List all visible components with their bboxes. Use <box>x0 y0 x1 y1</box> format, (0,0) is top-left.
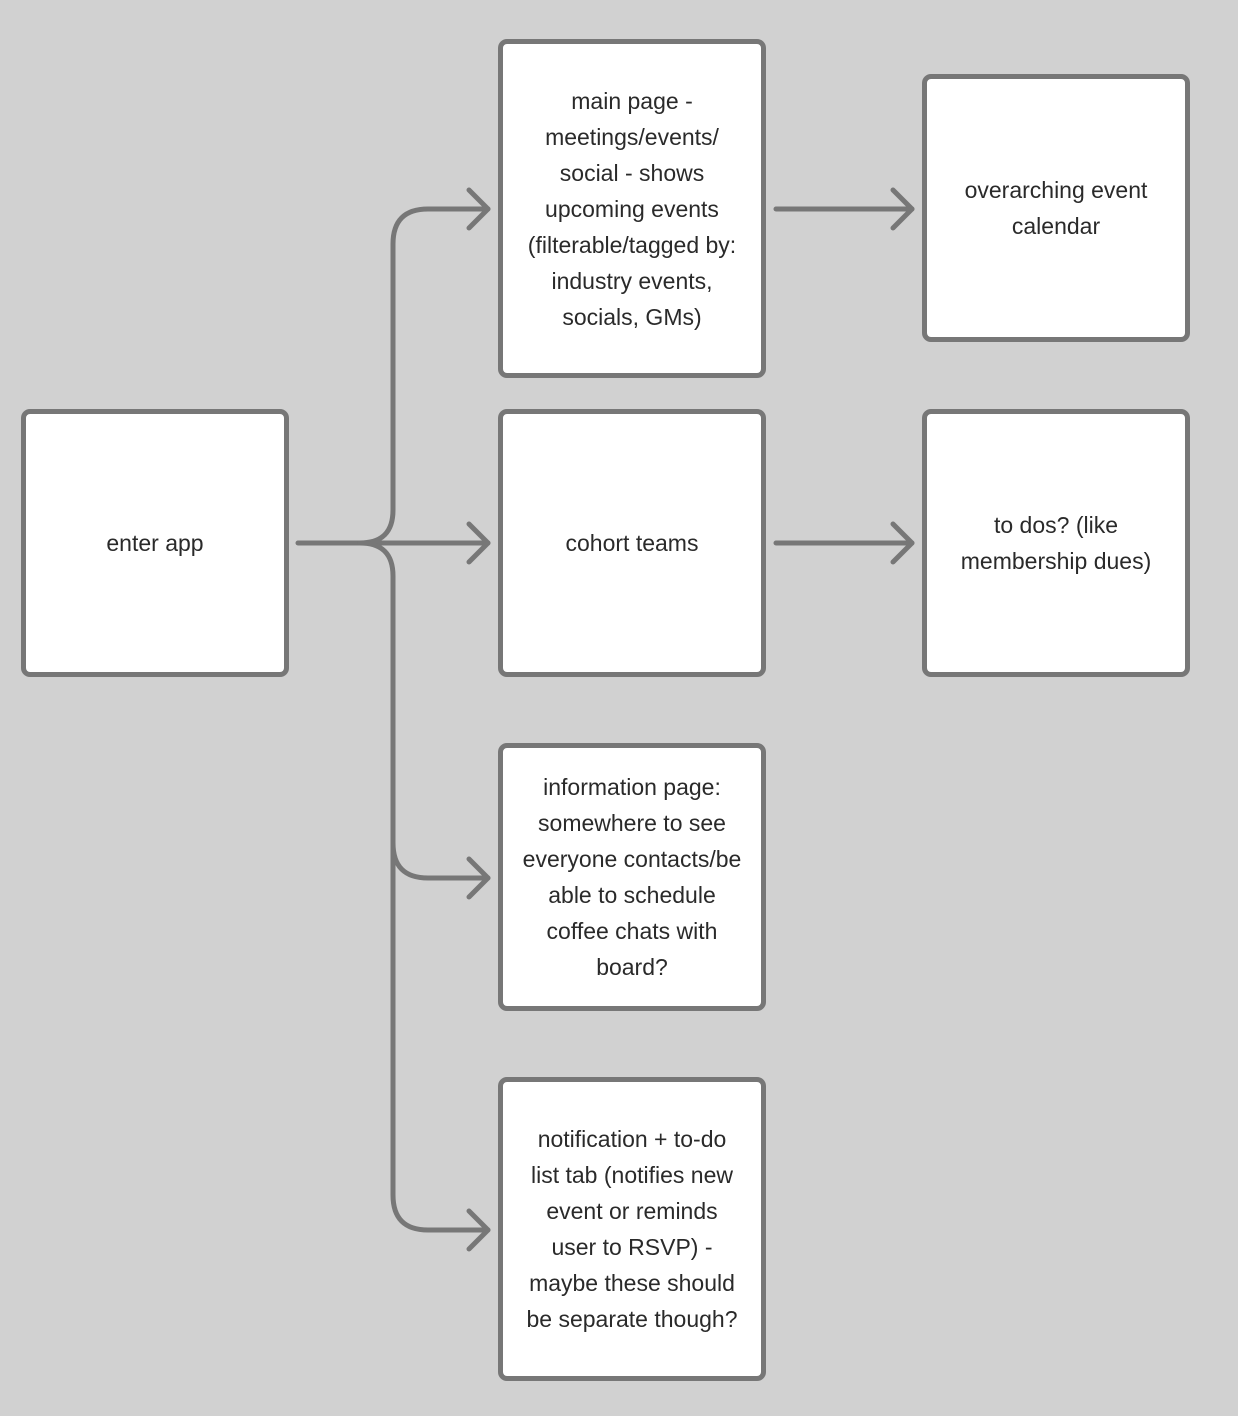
arrowhead-cohort-teams <box>466 521 491 565</box>
node-label: cohort teams <box>565 530 699 556</box>
node-label: main page - meetings/events/ social - sh… <box>527 87 737 330</box>
node-enter-app: enter app <box>21 409 289 677</box>
node-label: information page: somewhere to see every… <box>522 774 742 980</box>
node-label: notification + to-do list tab (notifies … <box>526 1126 738 1332</box>
node-overarching-calendar: overarching event calendar <box>922 74 1190 342</box>
edge-enter-app-to-main-page <box>357 206 491 546</box>
arrowhead-calendar <box>890 187 915 231</box>
node-main-page: main page - meetings/events/ social - sh… <box>498 39 766 378</box>
node-to-dos: to dos? (like membership dues) <box>922 409 1190 677</box>
arrowhead-main-page <box>466 187 491 231</box>
node-label: overarching event calendar <box>964 177 1148 239</box>
node-label: enter app <box>106 530 204 556</box>
node-cohort-teams: cohort teams <box>498 409 766 677</box>
arrowhead-notification-tab <box>466 1208 491 1252</box>
arrowhead-to-dos <box>890 521 915 565</box>
node-notification-tab: notification + to-do list tab (notifies … <box>498 1077 766 1381</box>
arrowhead-information-page <box>466 856 491 900</box>
node-information-page: information page: somewhere to see every… <box>498 743 766 1011</box>
edge-enter-app-to-notification-tab <box>390 840 491 1233</box>
edge-enter-app-to-information-page <box>357 540 491 881</box>
node-label: to dos? (like membership dues) <box>960 512 1152 574</box>
